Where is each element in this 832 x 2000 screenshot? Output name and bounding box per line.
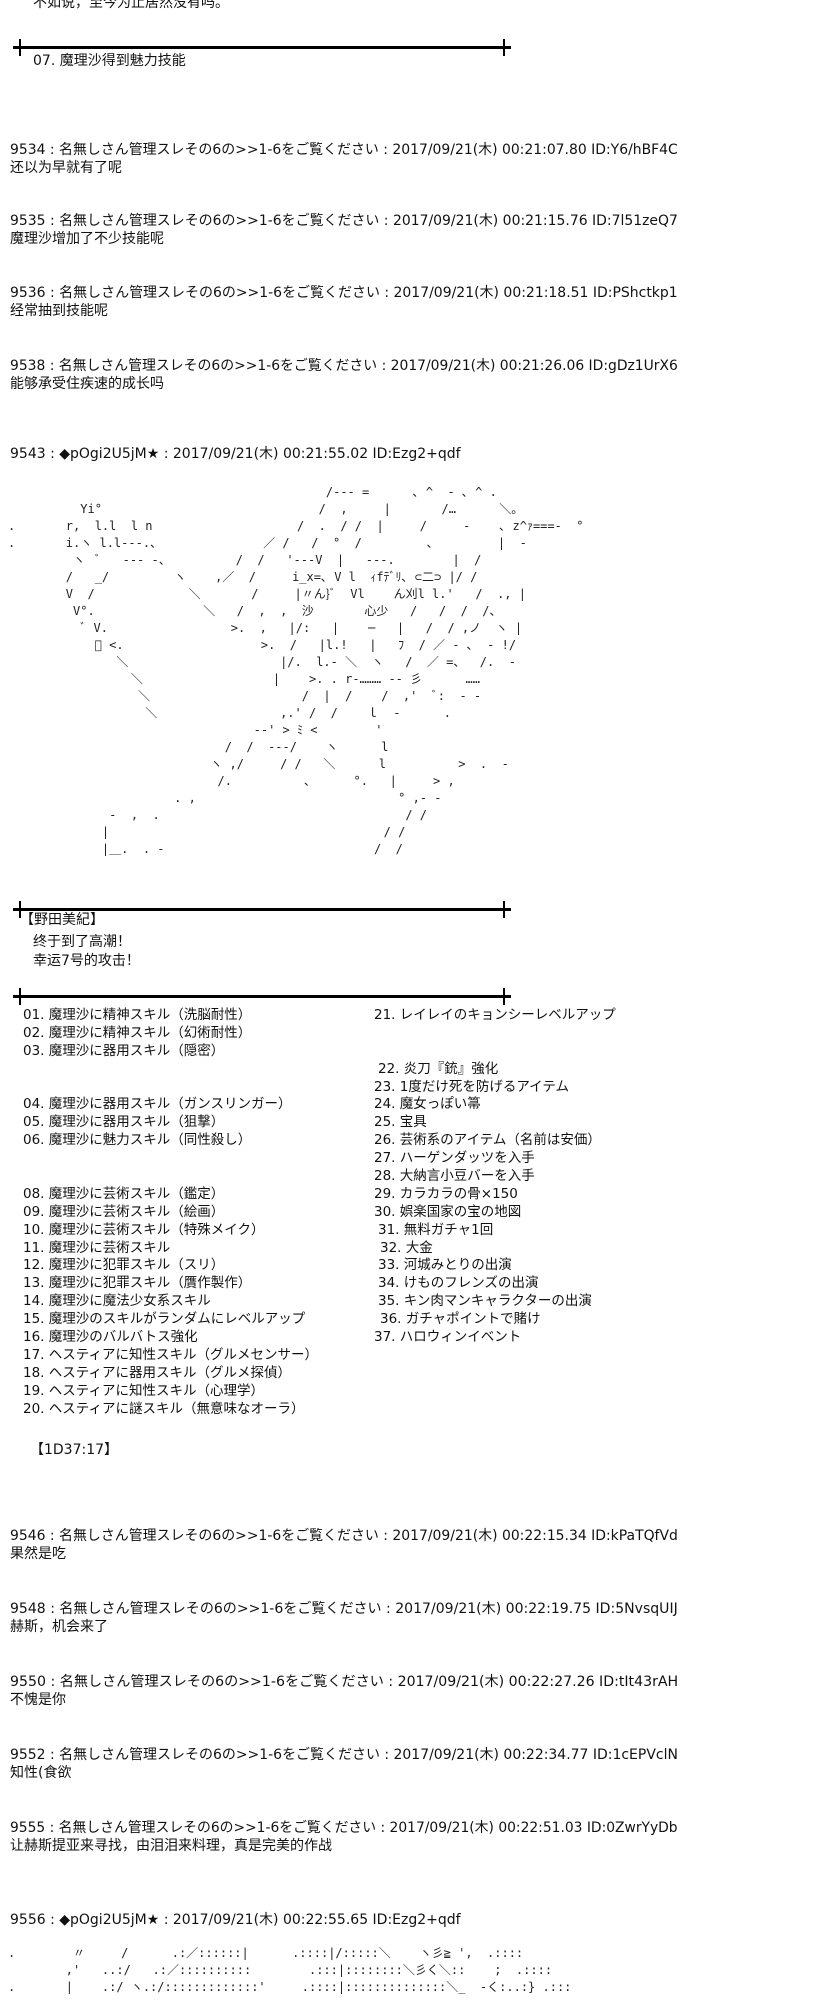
choice-item: 25. 宝具 bbox=[374, 1114, 427, 1131]
post-header: 9550 : 名無しさん管理スレその6の>>1-6をご覧ください : 2017/… bbox=[10, 1674, 679, 1690]
choice-item: 01. 魔理沙に精神スキル（洗脳耐性） bbox=[23, 1007, 252, 1023]
top-text: 不如说，至今为止居然没有吗。 bbox=[33, 0, 229, 11]
dialogue-line: 幸运7号的攻击！ bbox=[33, 953, 140, 969]
post-body: 让赫斯提亚来寻找，由泪泪来料理，真是完美的作战 bbox=[10, 1838, 332, 1854]
post-header: 9546 : 名無しさん管理スレその6の>>1-6をご覧ください : 2017/… bbox=[10, 1528, 678, 1544]
choice-item: 10. 魔理沙に芸術スキル（特殊メイク） bbox=[23, 1221, 265, 1238]
choice-item: 12. 魔理沙に犯罪スキル（スリ） bbox=[23, 1257, 225, 1274]
choice-item: 35. キン肉マンキャラクターの出演 bbox=[378, 1293, 592, 1310]
choice-item: 02. 魔理沙に精神スキル（幻術耐性） bbox=[23, 1024, 252, 1041]
post-body: 果然是吃 bbox=[10, 1546, 66, 1562]
post-header: 9535 : 名無しさん管理スレその6の>>1-6をご覧ください : 2017/… bbox=[10, 213, 678, 229]
choice-item: 23. 1度だけ死を防げるアイテム bbox=[374, 1078, 569, 1095]
choice-item: 09. 魔理沙に芸術スキル（絵画） bbox=[23, 1203, 225, 1220]
post-header: 9534 : 名無しさん管理スレその6の>>1-6をご覧ください : 2017/… bbox=[10, 142, 678, 158]
ascii-art: /‐-‐ = ､ ^ ‐ ､ ^ . Yi° / , | /… ＼。 . r, … bbox=[8, 485, 584, 856]
choice-item: 18. ヘスティアに器用スキル（グルメ探偵） bbox=[23, 1364, 291, 1381]
choice-item: 31. 無料ガチャ1回 bbox=[378, 1221, 494, 1238]
choice-item: 11. 魔理沙に芸術スキル bbox=[23, 1239, 171, 1256]
dice-result: 【1D37:17】 bbox=[30, 1442, 119, 1458]
post-9556-header: 9556 : ◆pOgi2U5jM★ : 2017/09/21(木) 00:22… bbox=[10, 1912, 461, 1928]
divider bbox=[13, 39, 511, 56]
post-header: 9555 : 名無しさん管理スレその6の>>1-6をご覧ください : 2017/… bbox=[10, 1820, 678, 1836]
post-header: 9536 : 名無しさん管理スレその6の>>1-6をご覧ください : 2017/… bbox=[10, 285, 678, 301]
post-body: 知性(食欲 bbox=[10, 1765, 72, 1781]
choice-item: 29. カラカラの骨×150 bbox=[374, 1185, 518, 1202]
choice-item: 33. 河城みとりの出演 bbox=[378, 1257, 512, 1274]
divider bbox=[13, 901, 511, 918]
choice-item: 24. 魔女っぽい箒 bbox=[374, 1096, 481, 1113]
choice-item: 21. レイレイのキョンシーレベルアップ bbox=[374, 1007, 616, 1023]
choice-item: 04. 魔理沙に器用スキル（ガンスリンガー） bbox=[23, 1096, 292, 1113]
dialogue-line: 终于到了高潮！ bbox=[33, 934, 131, 950]
choice-item: 36. ガチャポイントで賭け bbox=[380, 1311, 541, 1328]
post-header: 9538 : 名無しさん管理スレその6の>>1-6をご覧ください : 2017/… bbox=[10, 358, 678, 374]
post-body: 能够承受住疾速的成长吗 bbox=[10, 376, 164, 392]
post-header: 9548 : 名無しさん管理スレその6の>>1-6をご覧ください : 2017/… bbox=[10, 1601, 678, 1617]
choice-item: 28. 大納言小豆バーを入手 bbox=[374, 1168, 535, 1185]
choice-item: 37. ハロウィンイベント bbox=[374, 1329, 522, 1346]
choice-item: 32. 大金 bbox=[380, 1239, 433, 1256]
divider bbox=[13, 988, 511, 1005]
choice-item: 17. ヘスティアに知性スキル（グルメセンサー） bbox=[23, 1346, 318, 1363]
post-header: 9552 : 名無しさん管理スレその6の>>1-6をご覧ください : 2017/… bbox=[10, 1747, 678, 1763]
choice-07: 07. 魔理沙得到魅力技能 bbox=[33, 53, 186, 69]
choice-item: 14. 魔理沙に魔法少女系スキル bbox=[23, 1293, 211, 1310]
choice-item: 26. 芸術系のアイテム（名前は安価） bbox=[374, 1132, 601, 1149]
post-body: 赫斯，机会来了 bbox=[10, 1619, 108, 1635]
ascii-art: . 〃 / .:／::::::| .::::|/:::::＼ ヽ彡≧ ', .:… bbox=[8, 1946, 572, 1994]
post-body: 经常抽到技能呢 bbox=[10, 303, 108, 319]
choice-item: 16. 魔理沙のバルバトス強化 bbox=[23, 1329, 198, 1346]
choice-item: 22. 炎刀『銃』強化 bbox=[378, 1060, 499, 1077]
post-9543-header: 9543 : ◆pOgi2U5jM★ : 2017/09/21(木) 00:21… bbox=[10, 446, 461, 462]
choice-item: 03. 魔理沙に器用スキル（隠密） bbox=[23, 1042, 225, 1059]
choice-item: 08. 魔理沙に芸術スキル（鑑定） bbox=[23, 1185, 225, 1202]
choice-item: 06. 魔理沙に魅力スキル（同性殺し） bbox=[23, 1132, 252, 1149]
post-body: 魔理沙增加了不少技能呢 bbox=[10, 231, 164, 247]
post-body: 不愧是你 bbox=[10, 1692, 66, 1708]
choice-item: 20. ヘスティアに謎スキル（無意味なオーラ） bbox=[23, 1400, 305, 1417]
choice-item: 19. ヘスティアに知性スキル（心理学） bbox=[23, 1382, 264, 1399]
choice-item: 13. 魔理沙に犯罪スキル（贋作製作） bbox=[23, 1275, 252, 1292]
choice-item: 15. 魔理沙のスキルがランダムにレベルアップ bbox=[23, 1311, 306, 1328]
choice-item: 30. 娯楽国家の宝の地図 bbox=[374, 1203, 522, 1220]
post-body: 还以为早就有了呢 bbox=[10, 160, 122, 176]
speaker-name: 【野田美紀】 bbox=[20, 912, 104, 928]
choice-item: 34. けものフレンズの出演 bbox=[378, 1275, 539, 1292]
choice-item: 05. 魔理沙に器用スキル（狙撃） bbox=[23, 1114, 225, 1131]
choice-item: 27. ハーゲンダッツを入手 bbox=[374, 1150, 535, 1167]
